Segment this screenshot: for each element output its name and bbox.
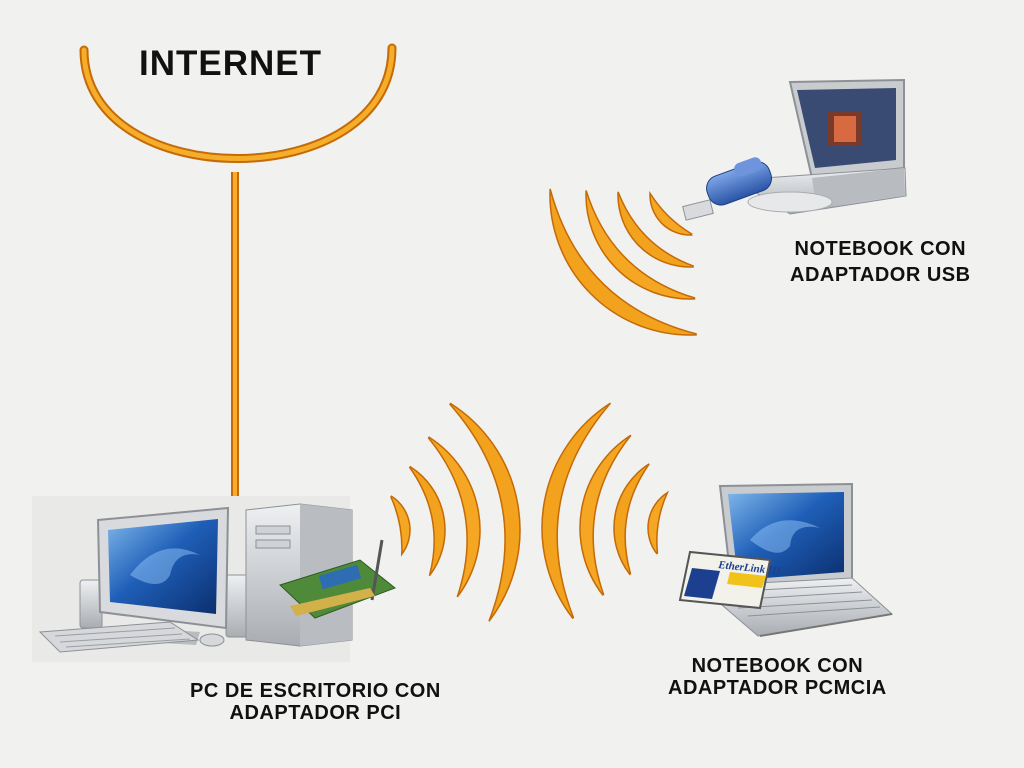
pc-adapter-label-line2: ADAPTADOR PCI	[229, 702, 402, 724]
laptop-icon	[734, 78, 907, 215]
wifi-wave-arc	[613, 463, 650, 576]
wifi-wave-arc	[649, 190, 693, 236]
wifi-wave-arc	[585, 190, 696, 300]
pc-adapter-label: PC DE ESCRITORIO CON ADAPTADOR PCI	[190, 680, 441, 724]
notebook-usb-label-line2: ADAPTADOR USB	[790, 264, 971, 286]
wifi-wave-arc	[647, 490, 670, 555]
wifi-wave-arc	[427, 436, 481, 598]
wifi-wave-arc	[390, 495, 411, 557]
notebook-usb-label-line1: NOTEBOOK CON	[794, 238, 967, 260]
wifi-wave-arc	[549, 188, 697, 336]
desktop-pc-icon	[32, 496, 396, 662]
antenna-arc-icon	[79, 43, 397, 535]
pcmcia-card-icon	[678, 550, 772, 610]
notebook-usb-label: NOTEBOOK CON ADAPTADOR USB	[790, 236, 971, 288]
wifi-wave-arc	[541, 402, 612, 620]
notebook-pcmcia-label-line2: ADAPTADOR PCMCIA	[668, 677, 887, 699]
wifi-wave-arc	[408, 465, 446, 577]
internet-label: INTERNET	[139, 44, 322, 83]
wifi-wave-arc	[617, 191, 694, 268]
pc-adapter-label-line1: PC DE ESCRITORIO CON	[190, 680, 441, 702]
wifi-waves-icon	[390, 188, 697, 622]
wifi-wave-arc	[449, 402, 521, 622]
usb-adapter-icon	[682, 157, 773, 221]
wifi-wave-arc	[579, 434, 632, 597]
notebook-pcmcia-label: NOTEBOOK CON ADAPTADOR PCMCIA	[668, 655, 887, 699]
notebook-pcmcia-label-line1: NOTEBOOK CON	[691, 655, 864, 677]
